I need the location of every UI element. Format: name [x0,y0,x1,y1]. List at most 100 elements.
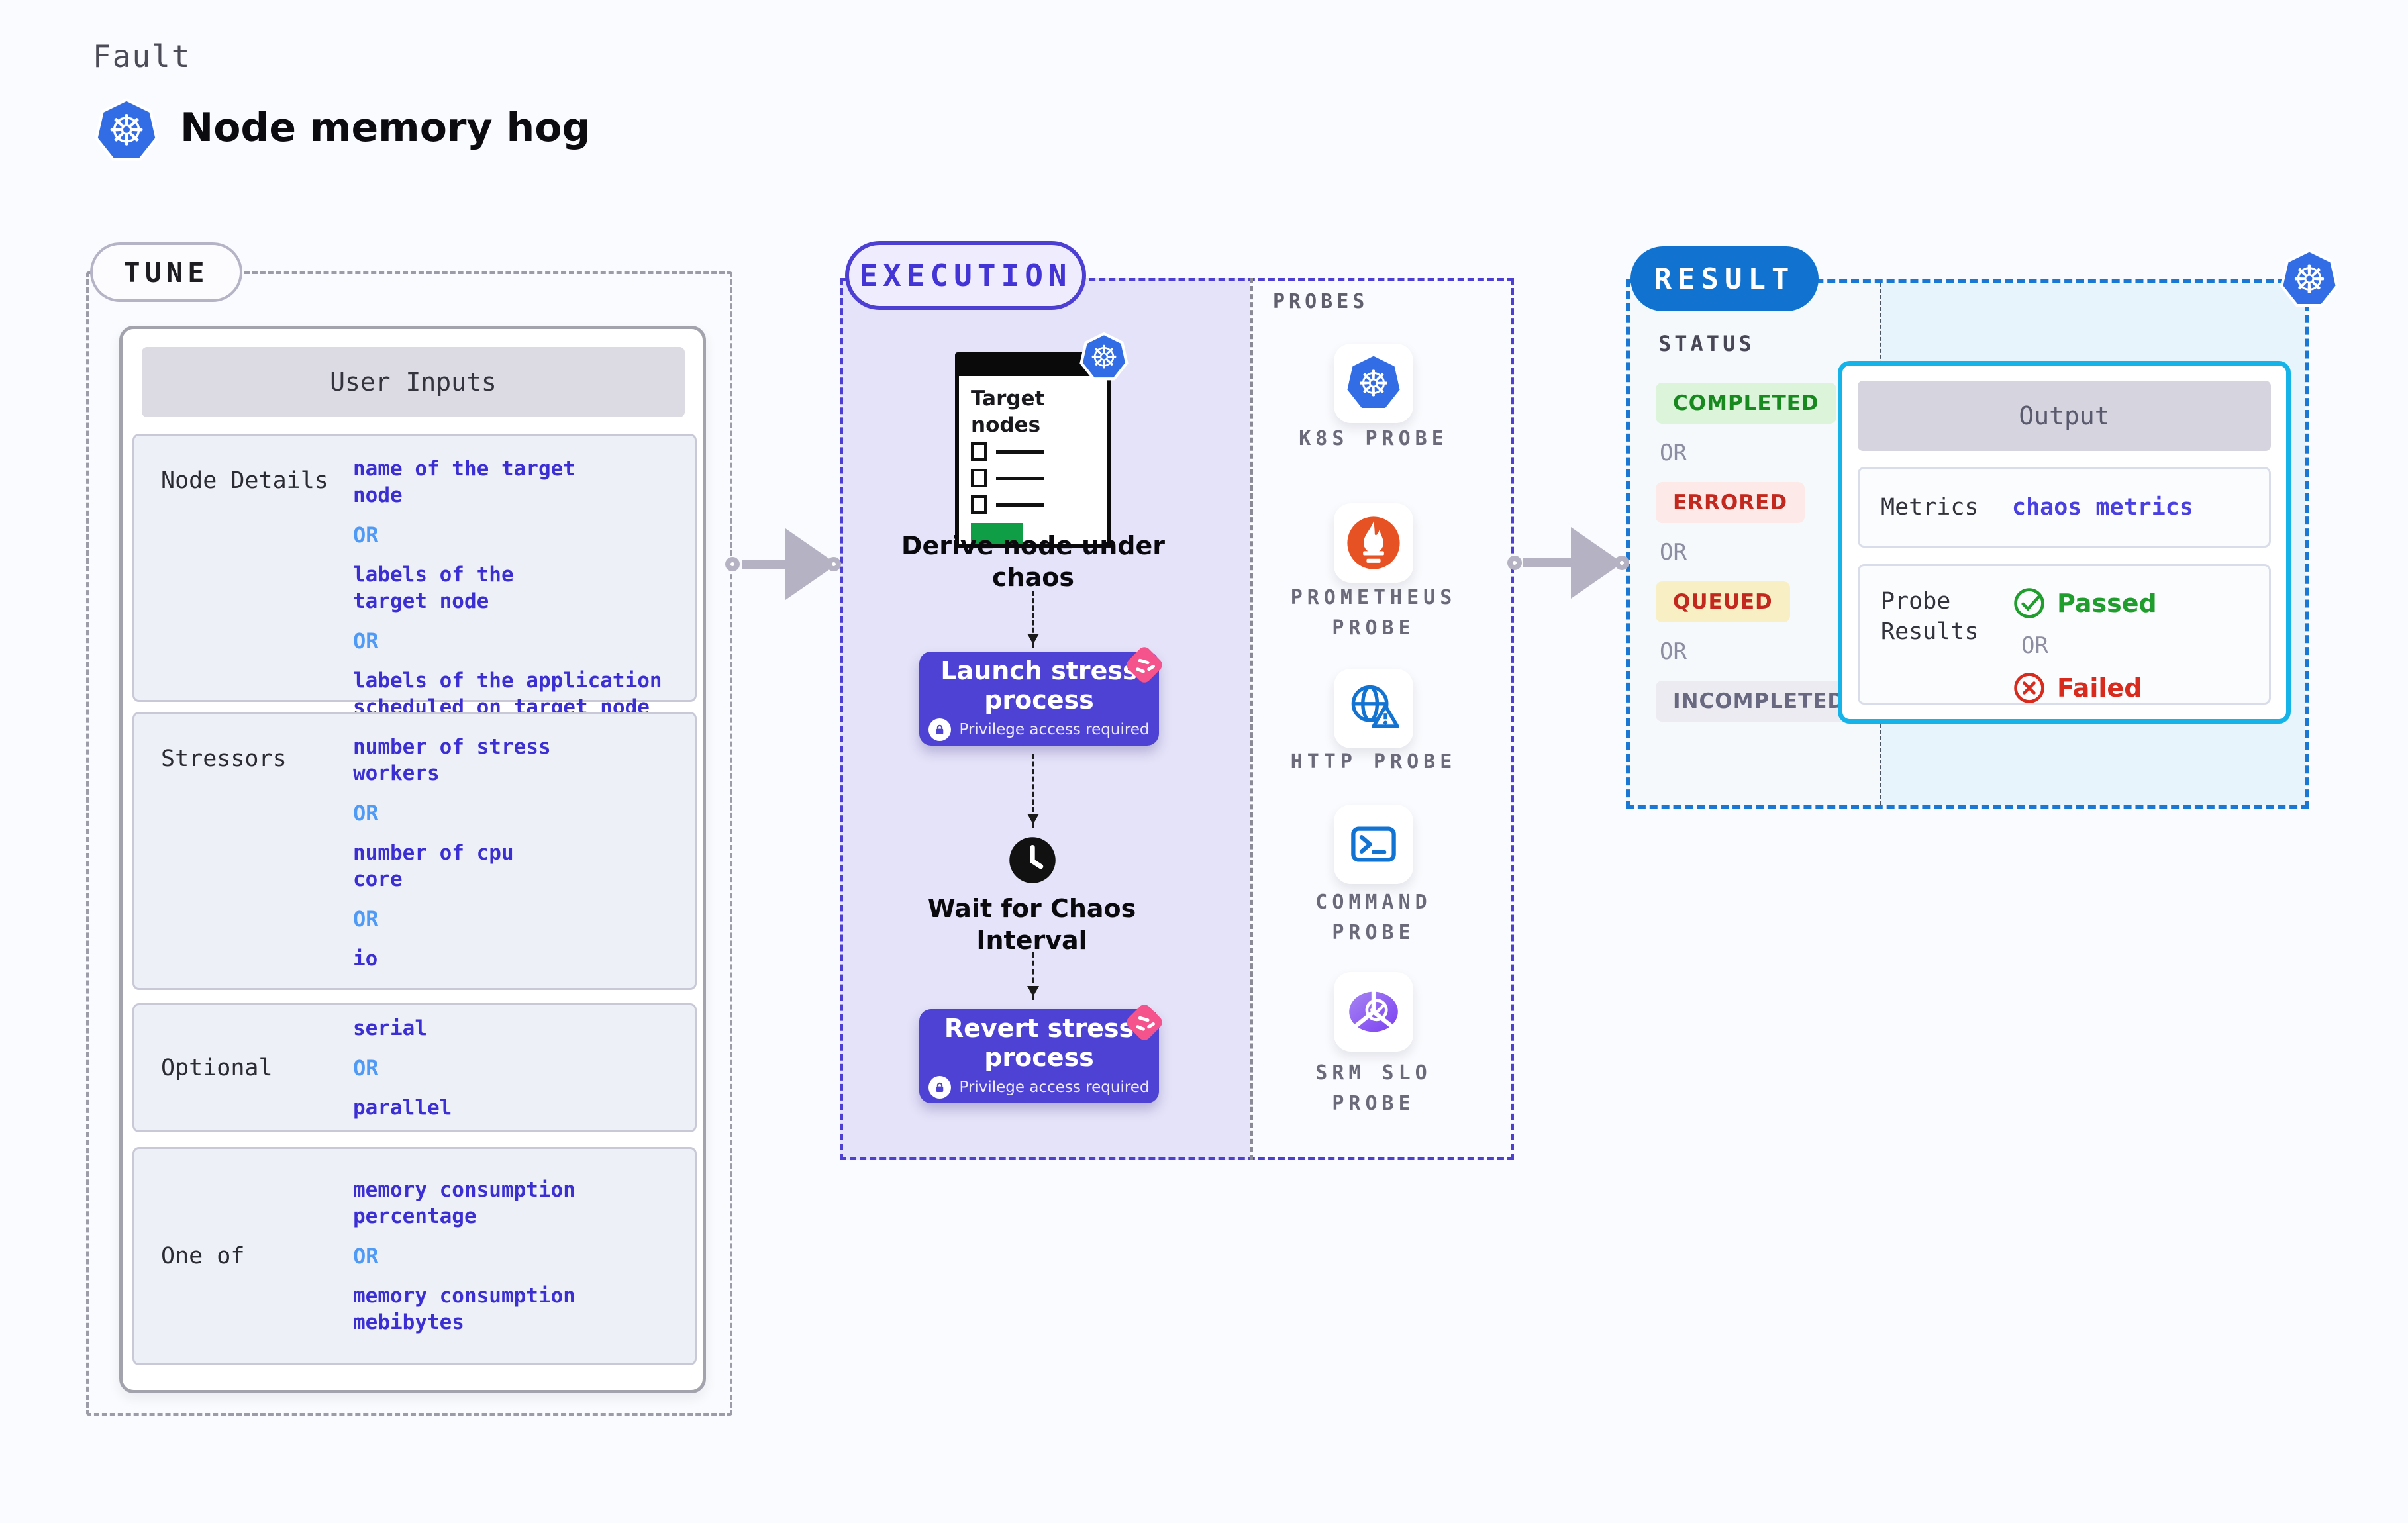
failed-label: Failed [2057,673,2142,703]
row-one-of: One of memory consumption percentage OR … [132,1147,697,1365]
or-label: OR [353,1244,379,1269]
probe-label: K8S PROBE [1299,427,1448,450]
probe-label: HTTP PROBE [1290,750,1457,773]
probe-results-row: Probe Results Passed OR Failed [1858,564,2271,705]
status-badge-incompleted: INCOMPLETED [1656,681,1863,722]
probes-label: PROBES [1273,290,1369,313]
option-value: io [353,947,378,971]
globe-alert-icon [1351,685,1399,728]
connector-line [742,560,788,569]
passed-label: Passed [2057,589,2157,618]
option-value: number of cpu core [353,841,514,891]
chaos-badge-icon [1127,647,1162,683]
row-node-details: Node Details name of the target node OR … [132,434,697,719]
option-value: labels of the target node [353,563,514,613]
option-value: parallel [353,1095,452,1120]
connector-arrowhead [1571,527,1623,599]
prometheus-probe-card [1334,503,1413,583]
or-label: OR [353,628,379,654]
connector-line [1523,558,1576,567]
or-label: OR [353,907,379,932]
status-badge-errored: ERRORED [1656,482,1805,523]
target-nodes-card: Target nodes [955,352,1111,548]
status-list: COMPLETED OR ERRORED OR QUEUED OR INCOMP… [1656,383,1863,722]
selected-node-bar [971,523,1023,544]
x-circle-icon [2014,673,2044,703]
execution-section [840,278,1514,1160]
tune-tag: TUNE [90,242,242,302]
chaos-badge-icon [1127,1005,1162,1040]
target-nodes-title: Target nodes [971,387,1045,437]
option-value: memory consumption mebibytes [353,1284,576,1334]
probes-divider [1250,278,1253,1160]
or-label: OR [353,1055,379,1081]
launch-stress-label: Launch stress process [940,656,1138,714]
or-label: OR [1660,440,1687,466]
option-value: memory consumption percentage [353,1178,576,1228]
status-badge-completed: COMPLETED [1656,383,1836,424]
kubernetes-icon: ☸ [1346,355,1401,412]
row-optional: Optional serial OR parallel [132,1003,697,1132]
privilege-note: Privilege access required [959,1079,1150,1096]
node-checkbox-row [971,469,1044,487]
node-checkbox-row [971,442,1044,461]
or-label: OR [1660,539,1687,565]
status-badge-queued: QUEUED [1656,581,1790,622]
row-label: Stressors [161,746,287,772]
slo-donut-icon [1349,990,1398,1032]
derive-node-caption: Derive node under chaos [901,531,1166,592]
flow-arrow [1027,591,1039,648]
privilege-note: Privilege access required [959,721,1150,738]
k8s-probe-card: ☸ [1334,344,1413,423]
connector-dot [1615,556,1629,570]
probe-label: PROMETHEUS PROBE [1290,586,1457,640]
execution-tag: EXECUTION [845,241,1086,310]
connector-dot [827,557,841,571]
metrics-label: Metrics [1881,494,1979,520]
option-value: name of the target node [353,457,576,507]
flow-arrow [1027,754,1039,828]
tune-section [86,271,732,1416]
probe-label: SRM SLO PROBE [1315,1061,1432,1115]
lock-icon [928,718,952,741]
check-circle-icon [2014,588,2044,618]
clock-icon [1009,837,1056,883]
revert-stress-step[interactable]: Revert stress process Privilege access r… [919,1005,1162,1103]
command-probe-card [1334,805,1413,884]
metrics-row: Metrics chaos metrics [1858,467,2271,548]
page-title: Node memory hog [180,105,591,151]
kubernetes-icon: ☸ [2278,248,2340,311]
user-inputs-header: User Inputs [142,347,685,417]
option-value: serial [353,1016,427,1040]
metrics-value: chaos metrics [2012,494,2193,520]
fault-label: Fault [93,38,191,74]
row-label: One of [161,1243,245,1269]
lock-icon [928,1076,952,1099]
connector-dot [725,557,740,571]
connector-dot [1507,556,1522,570]
or-label: OR [353,801,379,826]
terminal-icon [1351,826,1396,862]
status-label: STATUS [1658,331,1755,356]
output-header: Output [1858,381,2271,451]
probe-label: COMMAND PROBE [1315,891,1432,944]
srm-slo-probe-card [1334,972,1413,1052]
probe-results-label: Probe Results [1881,588,1979,645]
or-label: OR [2021,632,2048,659]
row-stressors: Stressors number of stress workers OR nu… [132,712,697,990]
result-tag: RESULT [1630,246,1819,311]
row-label: Node Details [161,467,328,494]
launch-stress-step[interactable]: Launch stress process Privilege access r… [919,647,1162,746]
prometheus-icon [1347,516,1400,569]
option-value: number of stress workers [353,735,551,785]
revert-stress-label: Revert stress process [944,1014,1134,1072]
flow-arrow [1027,952,1039,1000]
row-label: Optional [161,1054,273,1081]
or-label: OR [353,522,379,548]
wait-chaos-caption: Wait for Chaos Interval [927,894,1136,955]
http-probe-card [1334,669,1413,748]
node-checkbox-row [971,495,1044,514]
kubernetes-icon: ☸ [93,97,160,166]
or-label: OR [1660,638,1687,665]
kubernetes-icon: ☸ [1078,331,1130,384]
